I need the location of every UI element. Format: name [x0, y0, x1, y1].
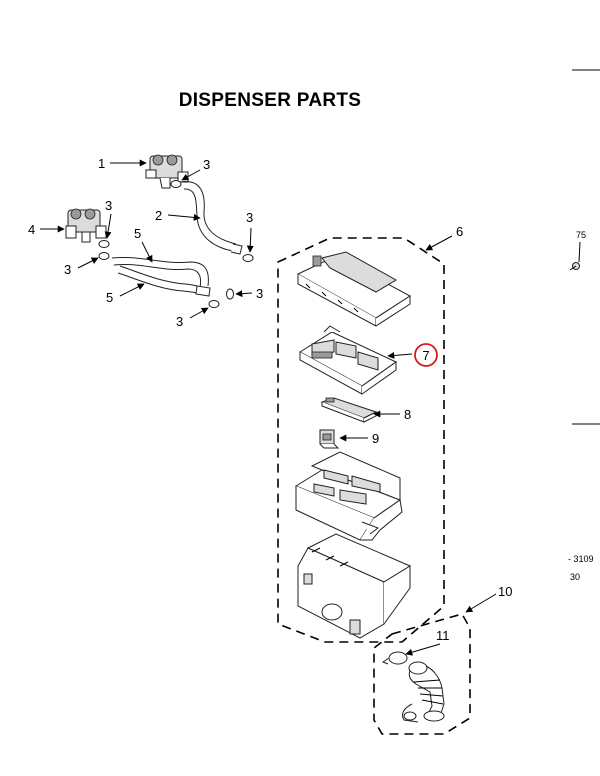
callout-1: 1: [98, 156, 105, 171]
latch-icon: [319, 429, 340, 449]
leader-3c: [104, 213, 112, 239]
hose-clamp-icon: [208, 300, 220, 308]
tray-insert-icon: [299, 325, 397, 395]
callout-10: 10: [498, 584, 512, 599]
leader-3f: [189, 307, 209, 319]
callout-8: 8: [404, 407, 411, 422]
siphon-cap-icon: [320, 397, 378, 423]
hose-clamp-icon: [98, 240, 110, 248]
callout-2: 2: [155, 208, 162, 223]
hose-clamp-icon: [242, 254, 254, 262]
hose-clamp-icon: [170, 180, 182, 188]
edge-label-30: 30: [570, 572, 580, 582]
drain-hose-assembly-outline: [373, 613, 471, 735]
callout-5a: 5: [134, 226, 141, 241]
callout-3a: 3: [203, 157, 210, 172]
leader-3e: [235, 290, 253, 298]
hose-clamp-icon: [226, 288, 234, 300]
callout-4: 4: [28, 222, 35, 237]
dispenser-top-cover-icon: [296, 251, 411, 327]
leader-11: [405, 643, 441, 656]
leader-5b: [119, 283, 145, 297]
leader-10: [465, 593, 497, 613]
edge-label-75: 75: [576, 230, 586, 240]
edge-leader-75: [578, 241, 581, 263]
highlight-circle-7: [414, 343, 438, 367]
callout-6: 6: [456, 224, 463, 239]
fill-hoses-icon: [111, 256, 211, 297]
callout-3b: 3: [246, 210, 253, 225]
diagram-title: DISPENSER PARTS: [179, 90, 362, 111]
callout-9: 9: [372, 431, 379, 446]
callout-3c: 3: [105, 198, 112, 213]
callout-11: 11: [436, 628, 450, 643]
leader-6: [425, 235, 453, 251]
hose-clamp-icon: [98, 252, 110, 260]
water-valve-upper-icon: [145, 154, 189, 189]
dispenser-drawer-icon: [294, 451, 403, 541]
edge-label-3109: - 3109: [568, 554, 594, 564]
inlet-hose-icon: [179, 181, 243, 255]
leader-3d: [77, 257, 99, 269]
leader-7: [387, 351, 413, 359]
dispenser-housing-icon: [297, 533, 412, 639]
water-valve-lower-icon: [65, 208, 107, 243]
drain-hose-elbow-icon: [401, 661, 445, 723]
callout-5b: 5: [106, 290, 113, 305]
callout-3f: 3: [176, 314, 183, 329]
dispenser-assembly-outline: [277, 237, 445, 643]
edge-screw-icon: [569, 262, 580, 271]
callout-3e: 3: [256, 286, 263, 301]
callout-3d: 3: [64, 262, 71, 277]
callout-7: 7: [422, 348, 429, 363]
leader-2: [167, 213, 201, 221]
leader-5a: [141, 241, 153, 263]
drain-hose-clamp-icon: [381, 651, 408, 665]
leader-3b: [246, 227, 254, 253]
leader-3a: [181, 169, 201, 181]
